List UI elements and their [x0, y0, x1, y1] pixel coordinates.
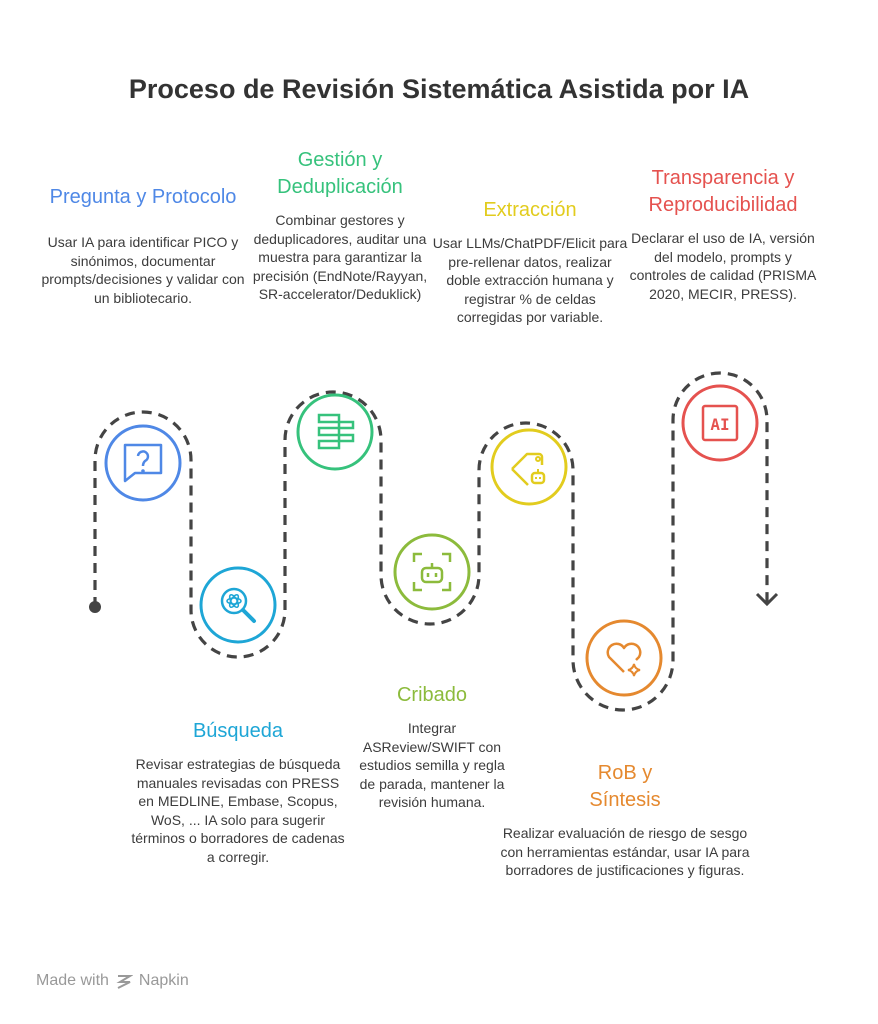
napkin-logo-icon [116, 975, 133, 989]
step-cribado: Cribado Integrar ASReview/SWIFT con estu… [352, 682, 512, 812]
diagram-title: Proceso de Revisión Sistemática Asistida… [128, 74, 750, 104]
start-dot [89, 601, 101, 613]
tag-robot-icon [511, 452, 546, 486]
step-extraccion: Extracción Usar LLMs/ChatPDF/Elicit para… [432, 197, 628, 327]
step-title: Cribado [396, 684, 468, 706]
step-title: Extracción [483, 199, 577, 221]
step-title: Transparencia y Reproducibilidad [648, 167, 798, 216]
step-title: Pregunta y Protocolo [49, 186, 237, 208]
step-icon-circle [490, 428, 568, 506]
question-chat-icon [123, 443, 163, 483]
step-description: Usar LLMs/ChatPDF/Elicit para pre-rellen… [432, 235, 628, 325]
footer-watermark: Made with Napkin [36, 972, 189, 990]
end-arrow-icon [755, 592, 779, 607]
step-description: Revisar estrategias de búsqueda manuales… [131, 756, 345, 865]
step-description: Combinar gestores y deduplicadores, audi… [252, 212, 428, 302]
step-icon-circle [104, 424, 182, 502]
step-icon-circle [296, 393, 374, 471]
list-dedup-icon [317, 413, 355, 450]
svg-text:AI: AI [710, 415, 729, 434]
atom-search-icon [220, 587, 256, 623]
step-description: Usar IA para identificar PICO y sinónimo… [41, 234, 245, 306]
step-transparencia: Transparencia y Reproducibilidad Declara… [628, 165, 818, 303]
step-icon-circle [199, 566, 277, 644]
dashed-connector [93, 371, 769, 712]
heart-sparkle-icon [606, 642, 642, 677]
step-gestion: Gestión y Deduplicación Combinar gestore… [250, 147, 430, 304]
step-description: Realizar evaluación de riesgo de sesgo c… [500, 825, 750, 878]
step-title: RoB y Síntesis [589, 762, 661, 811]
robot-scan-icon [412, 552, 452, 592]
ai-chip-icon: AI [701, 404, 739, 442]
step-icon-circle: AI [681, 384, 759, 462]
made-with-label: Made with [36, 972, 109, 989]
step-description: Integrar ASReview/SWIFT con estudios sem… [359, 720, 505, 810]
step-description: Declarar el uso de IA, versión del model… [629, 230, 817, 302]
step-icon-circle [585, 619, 663, 697]
step-busqueda: Búsqueda Revisar estrategias de búsqueda… [128, 718, 348, 866]
napkin-brand: Napkin [138, 972, 189, 989]
step-rob: RoB y Síntesis Realizar evaluación de ri… [500, 760, 750, 880]
step-icon-circle [393, 533, 471, 611]
step-title: Gestión y Deduplicación [277, 149, 403, 198]
step-pregunta: Pregunta y Protocolo Usar IA para identi… [38, 184, 248, 307]
step-title: Búsqueda [192, 720, 284, 742]
